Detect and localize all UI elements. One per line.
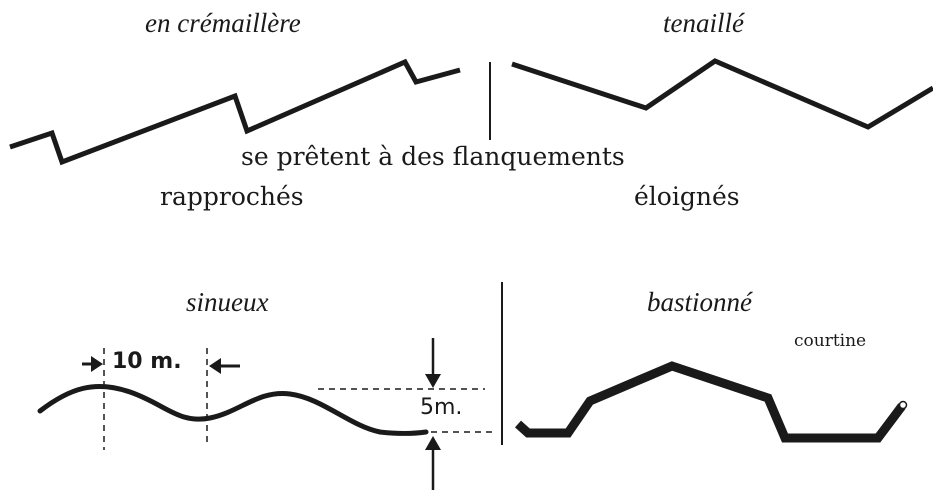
bastionne-trace	[514, 361, 906, 443]
label-tenaille: tenaillé	[663, 8, 744, 38]
label-5m: 5m.	[420, 395, 463, 420]
label-sinueux: sinueux	[186, 287, 269, 317]
label-eloignes: éloignés	[634, 182, 740, 211]
arrow-10m-right-head	[209, 358, 221, 374]
label-bastionne: bastionné	[647, 287, 752, 317]
cremaillere-trace	[9, 58, 461, 166]
arrow-5m-bottom-head	[425, 436, 441, 450]
label-courtine: courtine	[794, 331, 867, 351]
label-10m: 10 m.	[112, 349, 182, 374]
bastionne-end-marker	[898, 400, 908, 410]
sinueux-trace	[37, 384, 429, 436]
label-cremaillere: en crémaillère	[145, 8, 301, 38]
arrow-5m-top-head	[425, 374, 441, 388]
label-rapproches: rapprochés	[160, 182, 304, 211]
arrow-10m-left-head	[91, 356, 103, 372]
label-se-pretent: se prêtent à des flanquements	[241, 142, 625, 171]
tenaille-trace	[511, 58, 933, 130]
